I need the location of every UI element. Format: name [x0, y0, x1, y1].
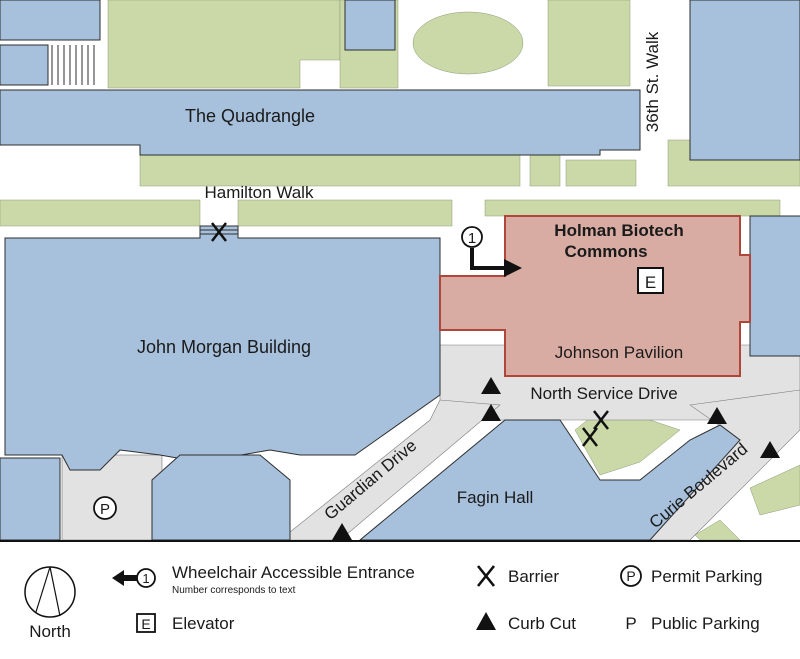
label-quadrangle: The Quadrangle	[185, 106, 315, 126]
permit-parking-symbol: P	[100, 501, 110, 518]
legend-elevator-label: Elevator	[172, 614, 235, 633]
legend-permit-icon: P	[620, 565, 642, 587]
label-36th-st-walk: 36th St. Walk	[643, 31, 662, 132]
label-john-morgan: John Morgan Building	[137, 337, 311, 357]
legend-public-icon: P	[625, 614, 636, 633]
building-quadrangle	[0, 89, 641, 156]
label-hamilton-walk: Hamilton Walk	[205, 183, 314, 202]
svg-text:P: P	[626, 568, 635, 584]
buildings	[0, 0, 800, 540]
barrier-icon	[582, 427, 598, 447]
wheelchair-entrance-marker[interactable]: 1	[461, 226, 522, 277]
label-holman-line1: Holman Biotech	[554, 221, 683, 240]
label-fagin-hall: Fagin Hall	[457, 488, 534, 507]
barrier-markers	[211, 222, 609, 447]
entrance-arrow-icon	[470, 248, 506, 270]
label-holman-line2: Commons	[564, 242, 647, 261]
legend-panel	[0, 542, 800, 659]
legend-wheelchair-label: Wheelchair Accessible Entrance	[172, 563, 415, 582]
legend-north-label: North	[29, 622, 71, 641]
building-holman-biotech-commons[interactable]	[439, 215, 751, 377]
barrier-icon	[211, 222, 227, 242]
legend-wheelchair-icon: 1	[112, 568, 156, 588]
legend-curb-cut-label: Curb Cut	[508, 614, 576, 633]
permit-parking-icon	[93, 496, 117, 520]
north-compass-icon	[24, 566, 76, 618]
entrance-number-circle	[461, 226, 483, 248]
elevator-icon	[637, 267, 664, 294]
permit-parking-marker[interactable]: P	[93, 496, 117, 520]
legend-curb-cut-icon	[476, 612, 496, 630]
entrance-arrowhead-icon	[504, 259, 522, 277]
legend-barrier-icon	[476, 565, 496, 587]
legend-permit-label: Permit Parking	[651, 567, 762, 586]
legend-elevator-icon: E	[136, 613, 156, 633]
barrier-icon	[593, 410, 609, 430]
svg-text:1: 1	[142, 571, 149, 586]
elevator-marker[interactable]: E	[637, 267, 664, 294]
building-fagin-hall	[359, 419, 741, 540]
curb-cut-icon	[760, 441, 780, 458]
curb-cut-icon	[332, 523, 352, 540]
curb-cut-icon	[481, 404, 501, 421]
elevator-symbol: E	[645, 273, 656, 292]
legend-wheelchair-note: Number corresponds to text	[172, 585, 296, 596]
legend-barrier-label: Barrier	[508, 567, 559, 586]
label-johnson-pavilion: Johnson Pavilion	[555, 343, 684, 362]
campus-map[interactable]: The Quadrangle Hamilton Walk 36th St. Wa…	[0, 0, 800, 540]
label-north-service-drive: North Service Drive	[530, 384, 677, 403]
curb-cut-icon	[707, 407, 727, 424]
curb-cut-icon	[481, 377, 501, 394]
entrance-number: 1	[468, 230, 476, 247]
curb-cut-markers	[332, 377, 780, 540]
legend-public-label: Public Parking	[651, 614, 760, 633]
svg-text:E: E	[141, 616, 150, 632]
